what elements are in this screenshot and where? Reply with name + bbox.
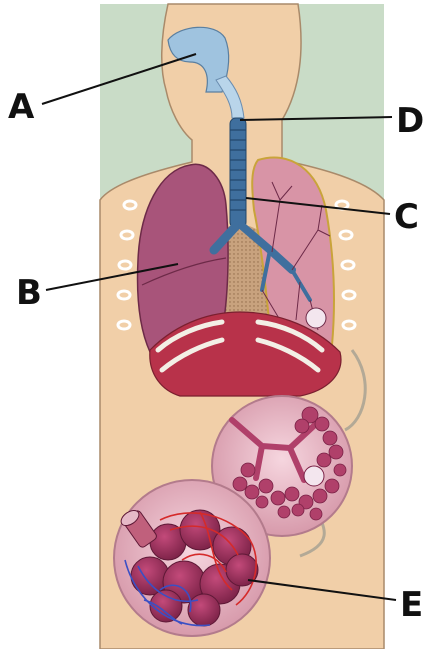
label-a: A — [8, 87, 35, 127]
alveolus-sac — [306, 308, 326, 328]
trachea — [230, 118, 246, 228]
label-d: D — [396, 101, 424, 141]
label-e: E — [400, 585, 423, 625]
label-c: C — [394, 197, 419, 237]
capillary-network-inset — [114, 480, 270, 636]
label-b: B — [16, 273, 42, 313]
